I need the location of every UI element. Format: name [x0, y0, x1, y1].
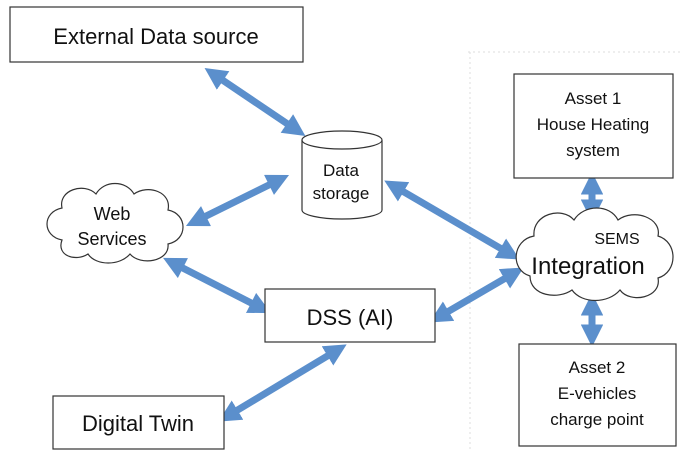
dss-label: DSS (AI) [307, 305, 394, 330]
web-services-cloud-node: Web Services [46, 182, 184, 264]
asset1-node: Asset 1 House Heating system [513, 73, 674, 179]
connection-arrows [163, 67, 604, 422]
data-storage-node: Data storage [301, 130, 383, 220]
web-services-label-line1: Web [94, 204, 131, 224]
digital-twin-label: Digital Twin [82, 411, 194, 436]
data-storage-label-line1: Data [323, 161, 359, 180]
arrow-storage-to-sems [384, 180, 520, 260]
integration-label: Integration [531, 253, 644, 280]
digital-twin-node: Digital Twin [52, 395, 225, 450]
asset1-label-line1: Asset 1 [565, 89, 622, 108]
asset2-node: Asset 2 E-vehicles charge point [518, 343, 677, 447]
arrow-external-to-storage [204, 67, 306, 137]
asset2-label-line3: charge point [550, 410, 644, 429]
arrow-dss-to-digital-twin [218, 344, 347, 422]
external-data-source-node: External Data source [9, 6, 304, 63]
arrow-dss-to-sems [429, 267, 524, 323]
asset1-label-line2: House Heating [537, 115, 649, 134]
dss-node: DSS (AI) [264, 288, 436, 343]
asset2-label-line2: E-vehicles [558, 384, 636, 403]
asset1-label-line3: system [566, 141, 620, 160]
web-services-label-line2: Services [77, 229, 146, 249]
external-data-source-label: External Data source [53, 24, 258, 49]
arrow-web-to-dss [163, 257, 271, 314]
asset2-label-line1: Asset 2 [569, 358, 626, 377]
arrow-storage-to-web [185, 174, 290, 227]
sems-integration-cloud-node: SEMS Integration [515, 207, 674, 302]
data-storage-label-line2: storage [313, 184, 370, 203]
sems-label: SEMS [594, 231, 639, 248]
